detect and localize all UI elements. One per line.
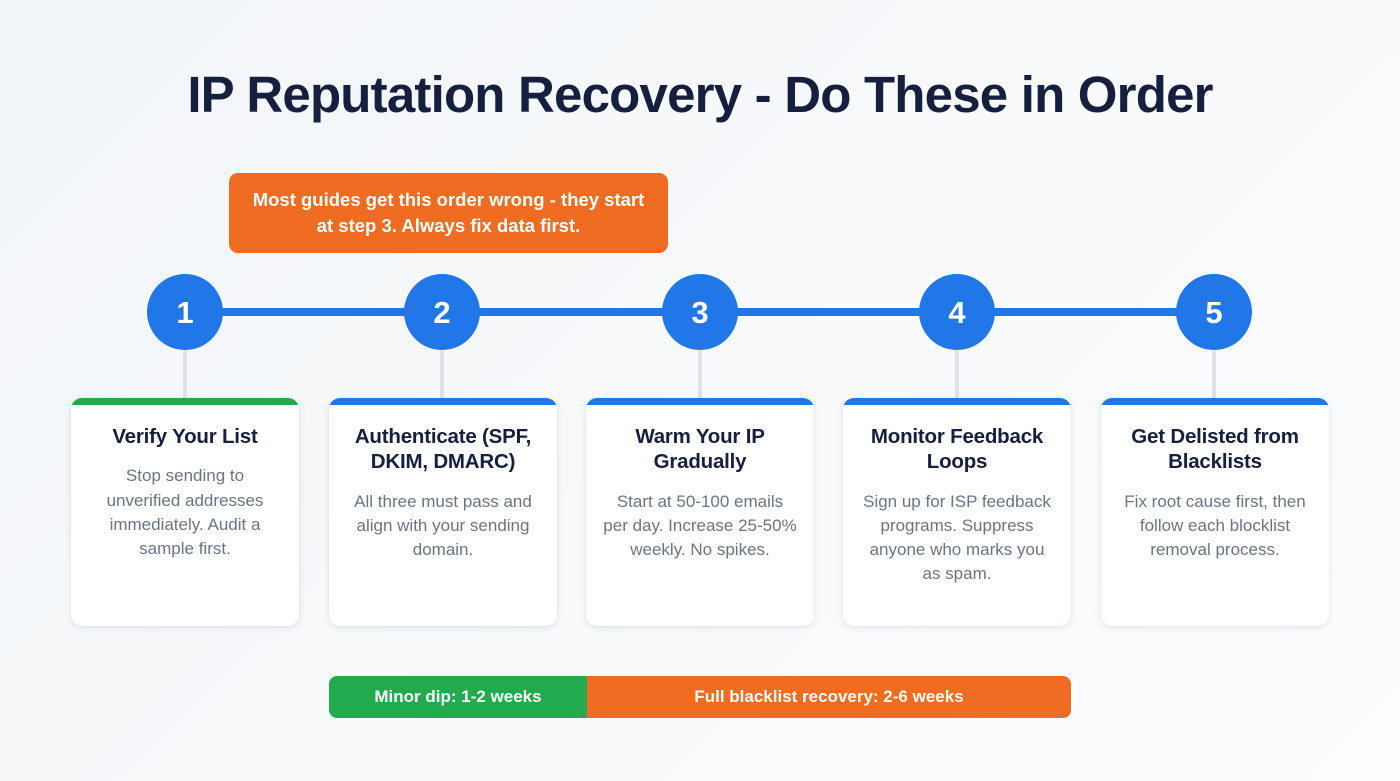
step-stem-2: [440, 350, 444, 402]
step-circle-4[interactable]: 4: [919, 274, 995, 350]
card-accent-bar-4: [843, 398, 1071, 405]
card-body-3: Start at 50-100 emails per day. Increase…: [603, 491, 797, 560]
step-card-1[interactable]: Verify Your List Stop sending to unverif…: [71, 398, 299, 626]
card-body-2: All three must pass and align with your …: [354, 491, 532, 560]
card-accent-bar-5: [1101, 398, 1329, 405]
step-circle-3[interactable]: 3: [662, 274, 738, 350]
step-stem-1: [183, 350, 187, 402]
step-stem-5: [1212, 350, 1216, 402]
step-card-5[interactable]: Get Delisted from Blacklists Fix root ca…: [1101, 398, 1329, 626]
card-title-5: Get Delisted from Blacklists: [1131, 425, 1299, 474]
duration-segment-minor-dip: Minor dip: 1-2 weeks: [329, 676, 587, 718]
callout-banner: Most guides get this order wrong - they …: [229, 173, 668, 254]
recovery-duration-bar: Minor dip: 1-2 weeks Full blacklist reco…: [329, 676, 1071, 718]
duration-segment-full-recovery: Full blacklist recovery: 2-6 weeks: [587, 676, 1071, 718]
step-circle-1[interactable]: 1: [147, 274, 223, 350]
step-number-1: 1: [176, 294, 194, 330]
card-title-4: Monitor Feedback Loops: [870, 425, 1044, 474]
step-number-5: 5: [1205, 294, 1223, 330]
step-number-4: 4: [948, 294, 966, 330]
step-stem-3: [698, 350, 702, 402]
page-title: IP Reputation Recovery - Do These in Ord…: [187, 66, 1213, 123]
card-accent-bar-1: [71, 398, 299, 405]
step-card-3[interactable]: Warm Your IP Gradually Start at 50-100 e…: [586, 398, 814, 626]
step-number-2: 2: [433, 294, 451, 330]
step-card-4[interactable]: Monitor Feedback Loops Sign up for ISP f…: [843, 398, 1071, 626]
card-accent-bar-2: [329, 398, 557, 405]
step-circle-2[interactable]: 2: [404, 274, 480, 350]
step-stem-4: [955, 350, 959, 402]
card-title-1: Verify Your List: [112, 425, 258, 448]
card-body-5: Fix root cause first, then follow each b…: [1124, 491, 1306, 560]
card-title-2: Authenticate (SPF, DKIM, DMARC): [354, 425, 532, 474]
card-accent-bar-3: [586, 398, 814, 405]
step-number-3: 3: [691, 294, 709, 330]
card-body-1: Stop sending to unverified addresses imm…: [106, 466, 264, 558]
step-card-2[interactable]: Authenticate (SPF, DKIM, DMARC) All thre…: [329, 398, 557, 626]
card-title-3: Warm Your IP Gradually: [635, 425, 765, 474]
card-body-4: Sign up for ISP feedback programs. Suppr…: [863, 491, 1051, 584]
step-circle-5[interactable]: 5: [1176, 274, 1252, 350]
